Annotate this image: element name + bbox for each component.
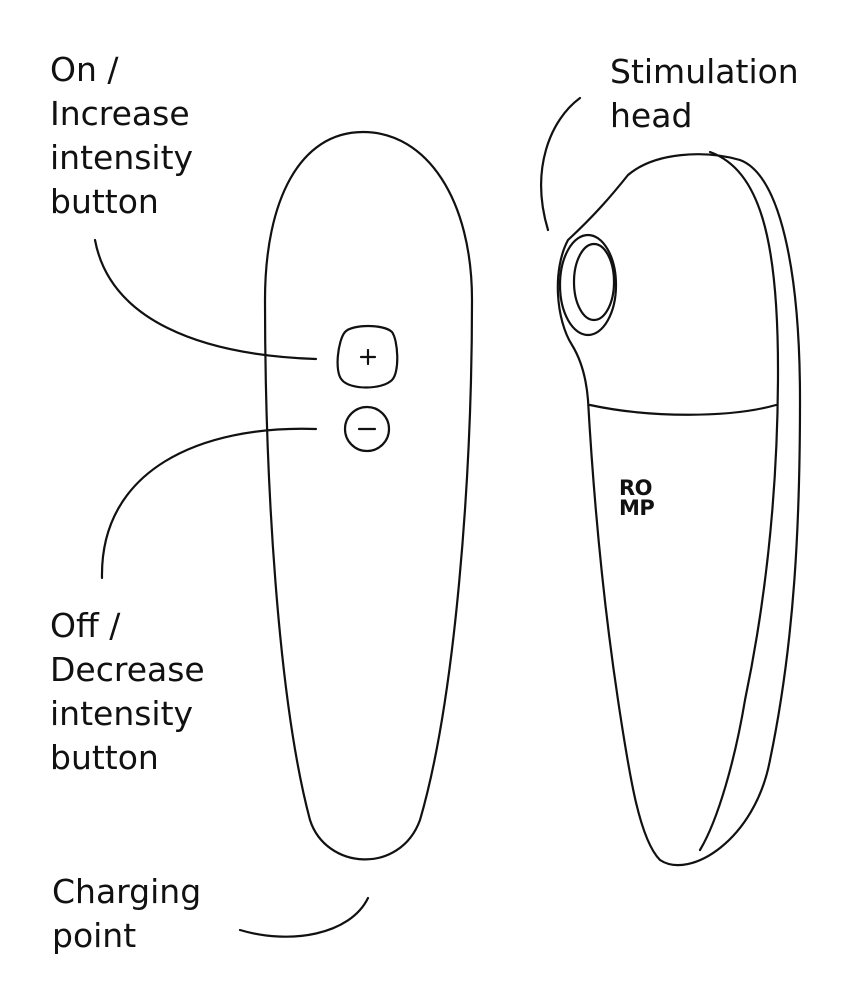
device-side-body [556,153,802,867]
label-line: On / [50,50,119,89]
label-line: button [50,182,159,221]
label-line: point [52,916,137,955]
brand-logo: RO MP [619,476,655,520]
label-increase-button: On / Increase intensity button [50,48,193,224]
stimulation-head-inner [572,242,616,322]
device-head-seam [588,403,778,416]
decrease-button-shape [343,405,391,453]
label-line: intensity [50,138,194,177]
brand-logo-line: MP [619,496,655,520]
leader-line-increase [93,238,318,361]
label-line: intensity [50,694,194,733]
leader-line-stimulation [540,96,582,232]
label-decrease-button: Off / Decrease intensity button [50,604,205,780]
increase-button-shape [336,324,399,389]
label-line: Charging [52,872,202,911]
stimulation-head-outer [558,233,618,337]
brand-logo-line: RO [619,476,653,500]
label-stimulation-head: Stimulation head [610,50,799,138]
label-charging-point: Charging point [52,870,201,958]
leader-line-charging [238,896,370,938]
leader-line-decrease [100,427,318,580]
label-line: Increase [50,94,190,133]
label-line: button [50,738,159,777]
label-line: Stimulation [610,52,799,91]
device-side-back-contour [698,150,780,852]
label-line: Off / [50,606,121,645]
label-line: head [610,96,693,135]
device-front-body [263,130,474,861]
label-line: Decrease [50,650,205,689]
